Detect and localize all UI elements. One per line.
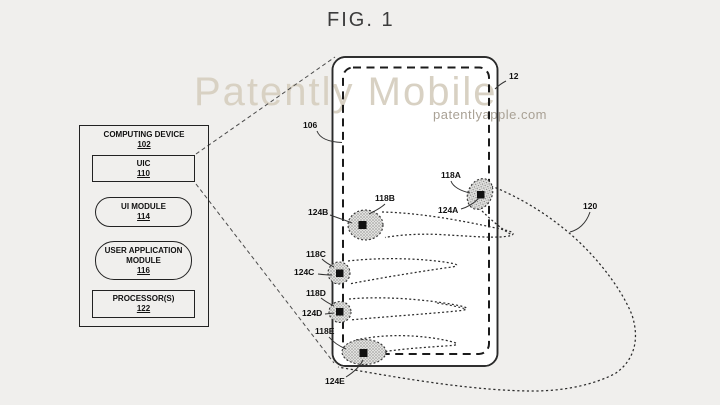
leader-120 bbox=[569, 211, 591, 233]
leader-124c bbox=[317, 273, 333, 276]
block-ui-module-label: UI MODULE bbox=[121, 202, 166, 211]
block-processors-ref: 122 bbox=[136, 304, 151, 313]
leader-106 bbox=[316, 130, 343, 143]
computing-device-title: COMPUTING DEVICE bbox=[103, 130, 185, 139]
leader-124a bbox=[460, 198, 479, 210]
computing-device-ref: 102 bbox=[137, 140, 151, 150]
block-processors: PROCESSOR(S) 122 bbox=[92, 290, 195, 318]
ref-label-12: 12 bbox=[509, 71, 519, 81]
ref-label-118c: 118C bbox=[306, 249, 326, 259]
pinky-finger-outline bbox=[355, 335, 458, 353]
block-processors-label: PROCESSOR(S) bbox=[112, 294, 175, 303]
figure-title: FIG. 1 bbox=[327, 9, 395, 31]
touch-point-124a bbox=[477, 191, 485, 199]
leader-118c bbox=[321, 258, 335, 268]
ref-label-124b: 124B bbox=[308, 207, 329, 217]
touch-point-124d bbox=[336, 308, 344, 316]
touch-point-124c bbox=[336, 269, 344, 277]
thumb-outline bbox=[475, 204, 513, 236]
block-uic-ref: 110 bbox=[137, 168, 150, 178]
touch-contact-118d bbox=[328, 300, 352, 324]
ref-label-106: 106 bbox=[303, 120, 318, 130]
block-user-application-module: USER APPLICATION MODULE 116 bbox=[95, 241, 192, 280]
block-ui-module-ref: 114 bbox=[137, 212, 150, 221]
ref-label-120: 120 bbox=[583, 201, 598, 211]
block-ui-module: UI MODULE 114 bbox=[95, 197, 192, 227]
ref-label-118b: 118B bbox=[375, 193, 395, 203]
touch-contact-118c bbox=[327, 261, 351, 285]
leader-124b bbox=[329, 214, 353, 224]
block-uic-label: UIC bbox=[136, 158, 151, 168]
ref-label-118a: 118A bbox=[441, 170, 461, 180]
touch-point-124b bbox=[358, 221, 367, 229]
ref-label-124e: 124E bbox=[325, 376, 345, 386]
block-user-application-module-label: USER APPLICATION MODULE bbox=[104, 245, 183, 265]
ref-label-124d: 124D bbox=[302, 308, 323, 318]
computing-device-header: COMPUTING DEVICE 102 bbox=[80, 130, 208, 151]
leader-118e bbox=[328, 336, 347, 350]
block-uic: UIC 110 bbox=[92, 155, 195, 182]
leader-118b bbox=[368, 203, 386, 215]
touch-contact-118e bbox=[341, 338, 387, 366]
block-user-application-module-ref: 116 bbox=[137, 265, 150, 275]
leader-124d bbox=[324, 312, 335, 315]
hand-outline bbox=[337, 185, 637, 392]
leader-124e bbox=[345, 359, 364, 378]
touch-contact-118a bbox=[466, 178, 494, 210]
ref-label-124a: 124A bbox=[438, 205, 459, 215]
ring-finger-outline bbox=[348, 297, 468, 321]
ref-label-118e: 118E bbox=[315, 326, 335, 336]
touch-contact-118b bbox=[347, 209, 384, 241]
ring-finger-tip-line bbox=[436, 302, 467, 310]
ref-label-124c: 124C bbox=[294, 267, 315, 277]
leader-118a bbox=[450, 180, 471, 194]
index-finger-outline bbox=[381, 211, 514, 239]
ref-label-118d: 118D bbox=[306, 288, 326, 298]
leader-118d bbox=[320, 297, 335, 307]
watermark-site: patentlyapple.com bbox=[433, 107, 548, 122]
middle-finger-outline bbox=[347, 258, 458, 285]
touch-point-124e bbox=[359, 349, 368, 357]
computing-device-box: COMPUTING DEVICE 102 UIC 110 UI MODULE 1… bbox=[79, 125, 209, 327]
